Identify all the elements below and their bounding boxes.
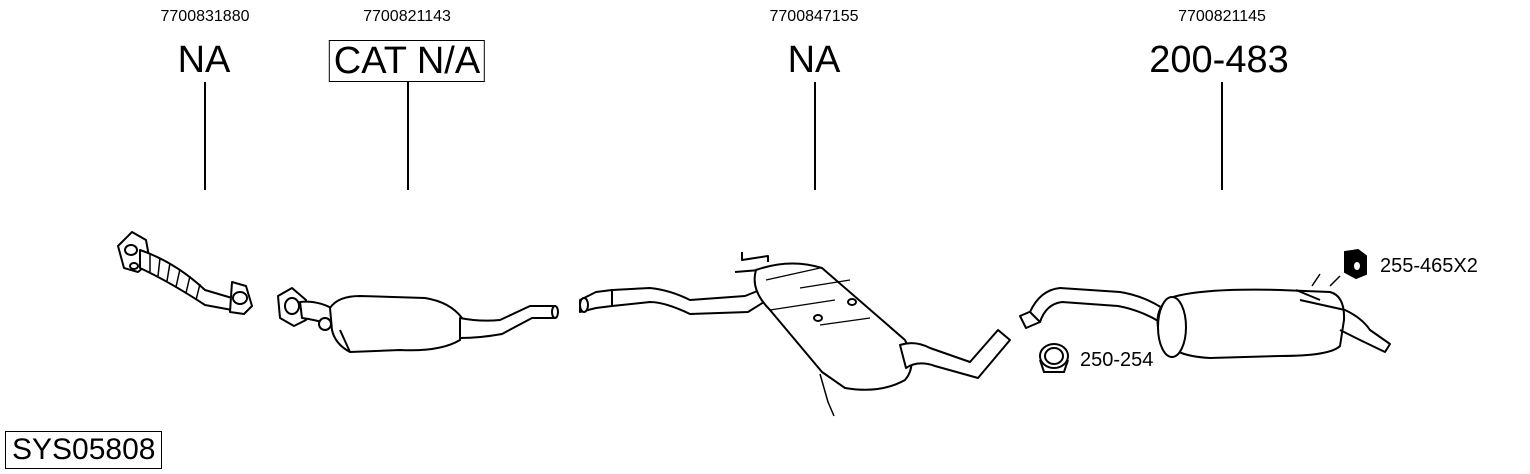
part-4-oe-number: 7700821145 xyxy=(1178,8,1266,25)
part-1-oe-number: 7700831880 xyxy=(160,8,250,25)
part-1-leader-line xyxy=(204,82,206,190)
pipe-clamp-icon xyxy=(1039,343,1069,373)
hanger-reference: 255-465X2 xyxy=(1380,255,1478,277)
part-1-reference: NA xyxy=(177,39,231,81)
front-pipe-drawing xyxy=(117,231,253,315)
rubber-hanger-icon xyxy=(1344,248,1367,280)
part-2-reference: CAT N/A xyxy=(328,40,486,82)
part-4-leader-line xyxy=(1221,82,1223,190)
catalytic-converter-drawing xyxy=(277,287,559,353)
system-code: SYS05808 xyxy=(5,431,163,469)
part-4-reference: 200-483 xyxy=(1149,39,1289,81)
part-3-oe-number: 7700847155 xyxy=(769,8,859,25)
part-3-reference: NA xyxy=(787,39,841,81)
clamp-reference: 250-254 xyxy=(1080,349,1154,371)
part-2-oe-number: 7700821143 xyxy=(363,8,451,25)
rear-silencer-drawing xyxy=(1019,273,1391,359)
centre-silencer-drawing xyxy=(579,252,1011,417)
part-3-leader-line xyxy=(814,82,816,190)
part-2-leader-line xyxy=(407,82,409,190)
